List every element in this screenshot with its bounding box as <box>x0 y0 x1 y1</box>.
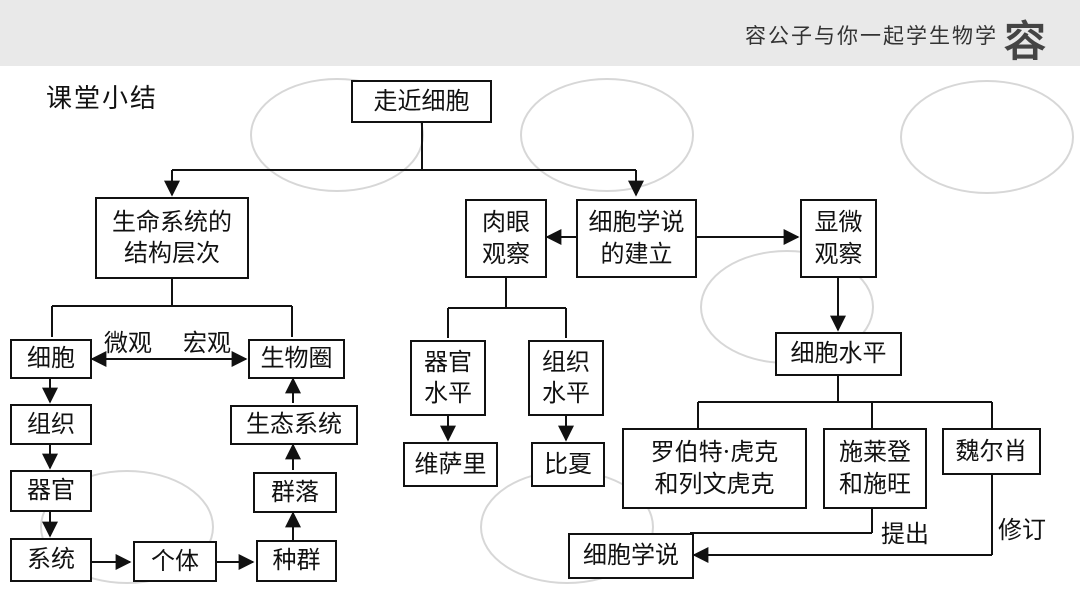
node-virchow: 魏尔肖 <box>942 428 1041 475</box>
node-individual: 个体 <box>133 541 217 582</box>
label-macro: 宏观 <box>183 329 231 357</box>
node-hooke-leeuwenhoek: 罗伯特·虎克 和列文虎克 <box>622 428 807 509</box>
page-title: 课堂小结 <box>46 84 159 114</box>
watermark <box>40 470 214 584</box>
node-community: 群落 <box>253 472 337 513</box>
node-cell-level: 细胞水平 <box>775 332 902 376</box>
node-bichat: 比夏 <box>531 442 605 487</box>
label-micro: 微观 <box>104 329 152 357</box>
node-cell-theory-founding: 细胞学说 的建立 <box>576 199 697 278</box>
node-biosphere: 生物圈 <box>248 339 345 379</box>
watermark <box>900 80 1074 194</box>
node-cell-theory: 细胞学说 <box>568 533 694 579</box>
label-propose: 提出 <box>881 520 929 548</box>
node-naked-eye: 肉眼 观察 <box>465 199 547 278</box>
node-cell: 细胞 <box>10 339 92 379</box>
watermark <box>520 78 694 192</box>
node-tissue: 组织 <box>10 404 92 445</box>
brand-logo: 容 <box>1003 17 1046 66</box>
node-ecosystem: 生态系统 <box>230 405 358 445</box>
node-organ: 器官 <box>10 470 92 512</box>
node-tissue-level: 组织 水平 <box>528 340 604 416</box>
node-microscope: 显微 观察 <box>800 199 877 278</box>
node-schleiden-schwann: 施莱登 和施旺 <box>823 428 927 509</box>
brand-text: 容公子与你一起学生物学 <box>745 24 998 48</box>
node-root: 走近细胞 <box>351 80 492 123</box>
label-revise: 修订 <box>998 516 1046 544</box>
node-organ-level: 器官 水平 <box>410 340 486 416</box>
node-system: 系统 <box>10 538 92 582</box>
header-bar: 容公子与你一起学生物学 容 <box>0 0 1080 66</box>
node-structure-levels: 生命系统的 结构层次 <box>95 197 249 279</box>
node-vesalius: 维萨里 <box>403 442 498 487</box>
node-population: 种群 <box>256 540 337 582</box>
